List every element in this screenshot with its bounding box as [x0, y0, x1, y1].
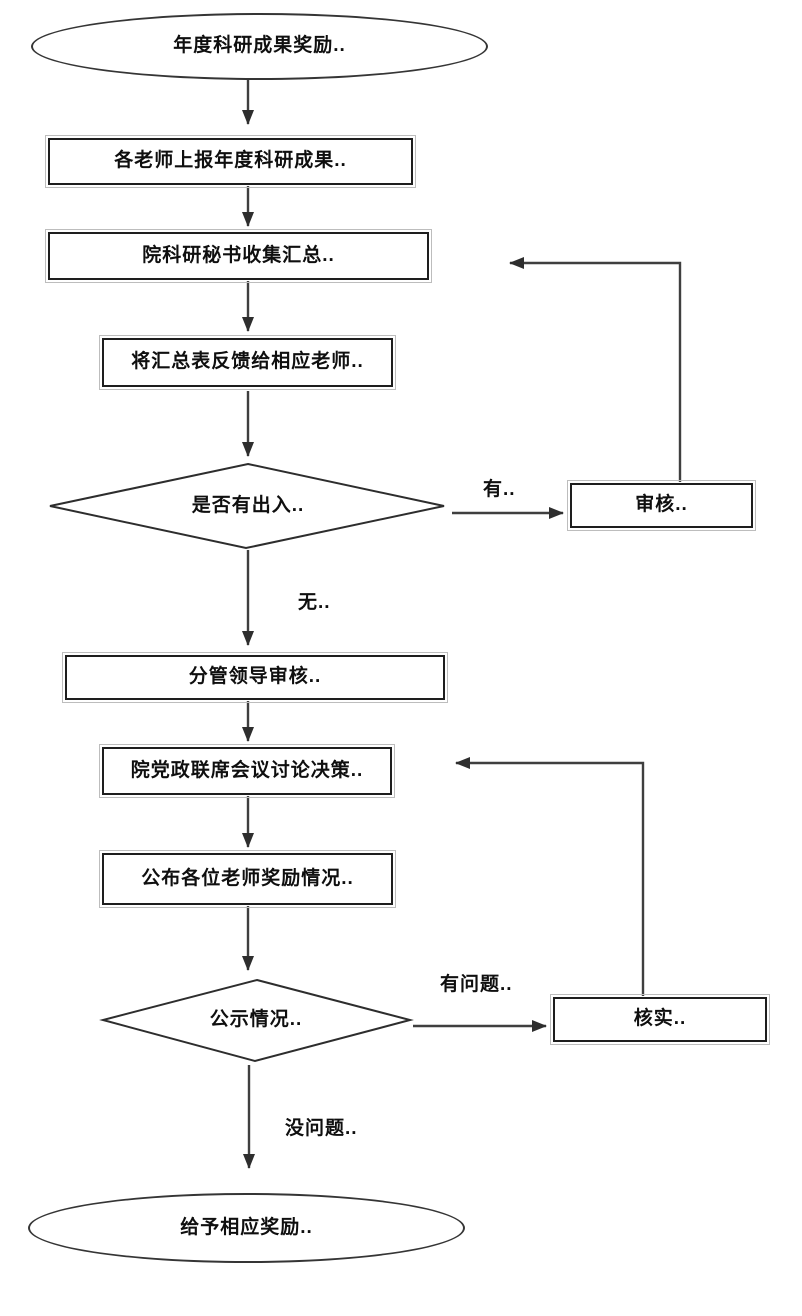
collect-process: 院科研秘书收集汇总..	[45, 229, 432, 283]
publicity-decision-label: 公示情况..	[209, 1008, 303, 1030]
start-terminator: 年度科研成果奖励..	[31, 13, 488, 80]
report-process: 各老师上报年度科研成果..	[45, 135, 416, 188]
feedback-process: 将汇总表反馈给相应老师..	[99, 335, 396, 390]
edge-label-has-problem: 有问题..	[440, 974, 513, 995]
joint-meeting-process: 院党政联席会议讨论决策..	[99, 744, 395, 798]
announce-process: 公布各位老师奖励情况..	[99, 850, 396, 908]
leader-review-process: 分管领导审核..	[62, 652, 448, 703]
discrepancy-decision-diamond	[49, 462, 445, 550]
edge-label-has-discrepancy: 有..	[483, 479, 516, 500]
arrow-verify-to-meeting	[455, 757, 645, 996]
review-process: 审核..	[567, 480, 756, 531]
arrow-review-to-collect	[509, 257, 682, 482]
edge-label-no-problem: 没问题..	[285, 1118, 358, 1139]
edge-label-no-discrepancy: 无..	[298, 592, 331, 613]
publicity-decision-diamond	[99, 978, 414, 1063]
verify-process: 核实..	[550, 994, 770, 1045]
discrepancy-decision-label: 是否有出入..	[191, 494, 305, 516]
end-terminator: 给予相应奖励..	[28, 1193, 465, 1263]
